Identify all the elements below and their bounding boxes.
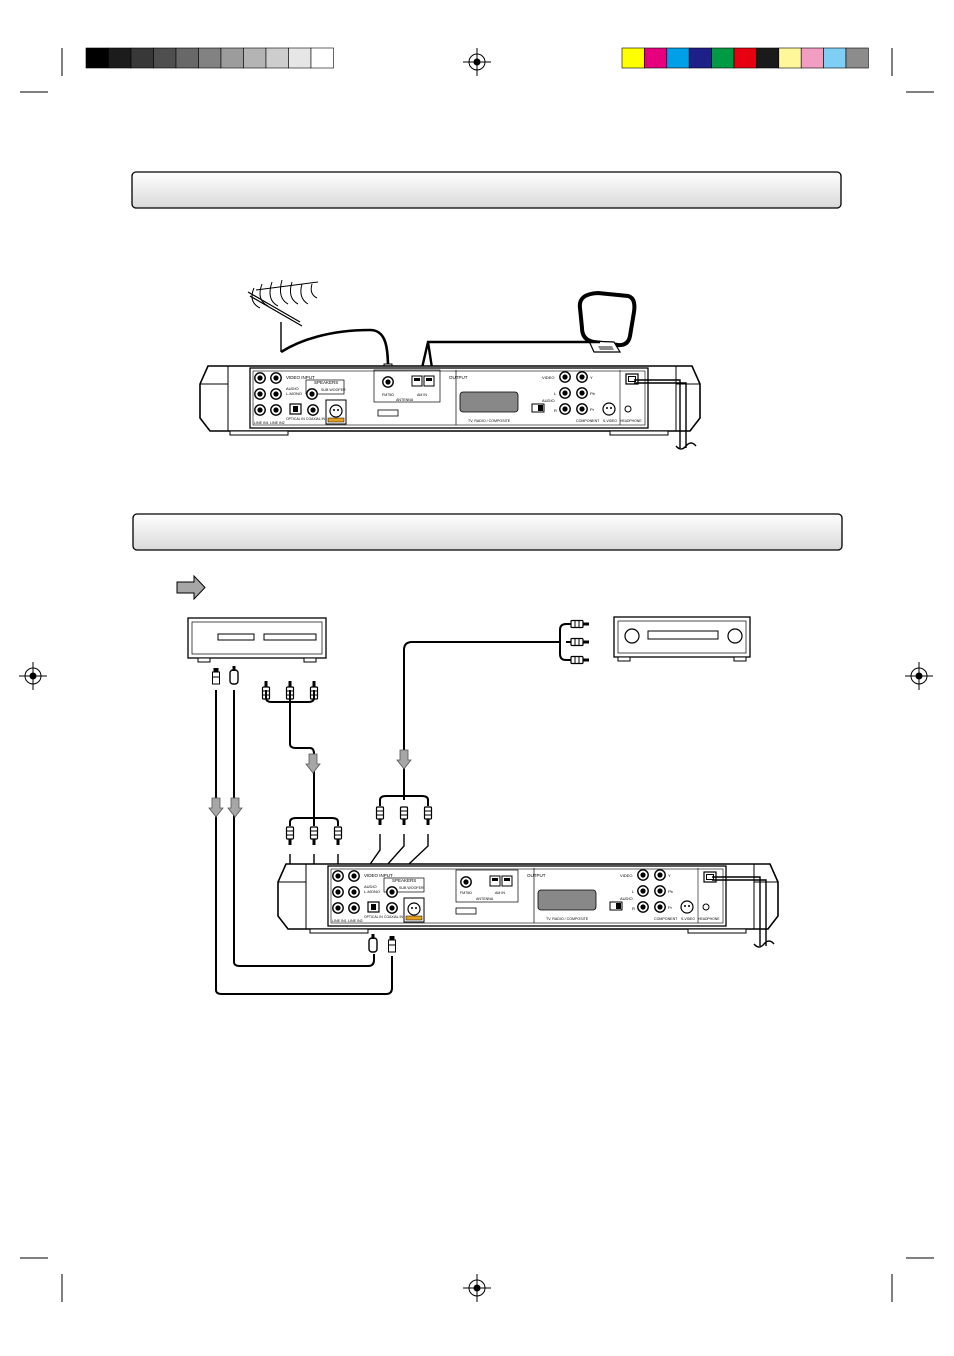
grayscale-swatch <box>153 47 177 69</box>
label-audio-2: AUDIO <box>364 884 377 889</box>
arrow-marker-icon <box>176 574 206 601</box>
label-r: R <box>554 408 557 413</box>
color-swatch <box>778 47 802 69</box>
grayscale-swatch <box>198 47 222 69</box>
label-optical-in-2: OPTICAL IN <box>364 915 383 919</box>
label-r-2: R <box>632 906 635 911</box>
color-swatch <box>756 47 780 69</box>
label-l-mono: L-MONO <box>286 391 302 396</box>
label-video-input: VIDEO INPUT <box>286 375 315 380</box>
grayscale-bar <box>85 47 334 69</box>
digital-input-plugs <box>368 934 396 953</box>
grayscale-swatch <box>288 47 312 69</box>
label-video: VIDEO <box>542 375 554 380</box>
color-swatch <box>800 47 824 69</box>
label-line-in2-2: LINE IN2 <box>348 919 363 923</box>
power-cord-1 <box>634 379 697 450</box>
label-output: OUTPUT <box>449 375 468 380</box>
analog-audio-cable-source <box>265 690 339 826</box>
am-antenna-cable <box>420 340 600 369</box>
label-y: Y <box>590 375 593 380</box>
fm-antenna-icon <box>247 279 319 352</box>
source-audio-device <box>187 617 327 663</box>
label-video-2: VIDEO <box>620 873 632 878</box>
label-speakers: SPEAKERS <box>314 380 338 385</box>
color-swatch <box>711 47 735 69</box>
label-coaxial-in: COAXIAL IN <box>306 417 325 421</box>
color-swatch <box>733 47 757 69</box>
label-speakers-2: SPEAKERS <box>392 878 416 883</box>
receiver-input-plugs <box>570 619 590 665</box>
color-calibration-bar <box>621 47 869 69</box>
label-l-2: L <box>632 889 635 894</box>
color-swatch <box>666 47 690 69</box>
registration-target-bottom <box>463 1274 491 1302</box>
main-unit-rear-panel-1: VIDEO INPUT AUDIO L-MONO LINE IN1 LINE I… <box>199 365 701 436</box>
label-tv-radio-composite: TV, RADIO / COMPOSITE <box>468 419 511 423</box>
label-headphone: HEADPHONE <box>620 419 642 423</box>
grayscale-swatch <box>85 47 109 69</box>
label-headphone-2: HEADPHONE <box>698 917 720 921</box>
grayscale-swatch <box>130 47 154 69</box>
label-audio: AUDIO <box>286 386 299 391</box>
label-y-2: Y <box>668 873 671 878</box>
label-sub-woofer: SUB WOOFER <box>321 388 346 392</box>
label-component: COMPONENT <box>576 419 600 423</box>
grayscale-swatch <box>310 47 334 69</box>
label-output-2: OUTPUT <box>527 873 546 878</box>
label-am-in: AM IN <box>417 393 427 397</box>
label-component-2: COMPONENT <box>654 917 678 921</box>
label-am-in-2: AM IN <box>495 891 505 895</box>
label-line-in2: LINE IN2 <box>270 421 285 425</box>
label-audio-out: AUDIO <box>542 398 555 403</box>
source-output-plugs <box>212 666 319 700</box>
label-line-in1-2: LINE IN1 <box>332 919 347 923</box>
grayscale-swatch <box>108 47 132 69</box>
fm-antenna-cable <box>280 328 390 369</box>
label-tv-radio-composite-2: TV, RADIO / COMPOSITE <box>546 917 589 921</box>
color-swatch <box>688 47 712 69</box>
main-output-plugs <box>375 806 433 826</box>
label-pr-2: Pr <box>668 905 673 910</box>
label-l-mono-2: L-MONO <box>364 889 380 894</box>
crop-marks <box>20 48 934 1302</box>
label-fm75-2: FM75Ω <box>460 891 472 895</box>
analog-audio-cable-receiver <box>379 623 572 806</box>
main-unit-rear-panel-2: VIDEO INPUT AUDIO L-MONO LINE IN1 LINE I… <box>277 863 779 934</box>
label-antenna-2: ANTENNA <box>476 897 494 901</box>
registration-target-top <box>463 48 491 76</box>
label-pb: Pb <box>590 391 596 396</box>
color-swatch <box>621 47 645 69</box>
label-coaxial-in-2: COAXIAL IN <box>384 915 403 919</box>
label-sub-woofer-2: SUB WOOFER <box>399 886 424 890</box>
grayscale-swatch <box>265 47 289 69</box>
label-antenna: ANTENNA <box>396 398 414 402</box>
grayscale-swatch <box>175 47 199 69</box>
registration-target-left <box>19 662 47 690</box>
digital-audio-cables <box>215 690 393 995</box>
registration-target-right <box>905 662 933 690</box>
color-swatch <box>845 47 869 69</box>
main-input-plugs <box>285 826 343 846</box>
label-s-video-2: S-VIDEO <box>681 917 695 921</box>
power-cord-2 <box>712 876 775 948</box>
grayscale-swatch <box>243 47 267 69</box>
color-swatch <box>823 47 847 69</box>
label-video-input-2: VIDEO INPUT <box>364 873 393 878</box>
section-header-digital-audio <box>132 513 843 551</box>
audio-receiver-device <box>613 616 751 662</box>
am-loop-antenna-icon <box>577 290 637 353</box>
label-pr: Pr <box>590 407 595 412</box>
label-s-video: S-VIDEO <box>603 419 617 423</box>
label-audio-out-2: AUDIO <box>620 896 633 901</box>
label-optical-in: OPTICAL IN <box>286 417 305 421</box>
label-l: L <box>554 391 557 396</box>
color-swatch <box>644 47 668 69</box>
grayscale-swatch <box>220 47 244 69</box>
label-line-in1: LINE IN1 <box>254 421 269 425</box>
label-fm75: FM75Ω <box>382 393 394 397</box>
section-header-antenna <box>131 171 842 209</box>
label-pb-2: Pb <box>668 889 674 894</box>
